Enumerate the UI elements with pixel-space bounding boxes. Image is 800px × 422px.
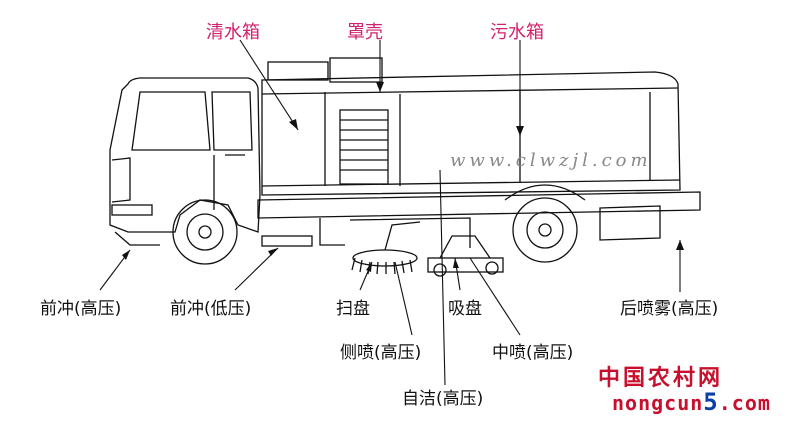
label-sweep-disc: 扫盘 [336, 299, 370, 319]
site-watermark: www.clwzjl.com [450, 150, 652, 171]
truck-cab [109, 77, 261, 233]
truck-body [261, 57, 681, 196]
sweep-disc [351, 221, 421, 275]
label-suction-disc: 吸盘 [448, 299, 482, 319]
suction-disc [427, 235, 504, 277]
label-clean-water-tank: 清水箱 [206, 22, 260, 43]
brand-en-number: 5 [703, 388, 719, 416]
label-rear-spray-high: 后喷雾(高压) [620, 299, 719, 319]
brand-watermark-cn: 中国农村网 [598, 366, 724, 391]
brand-en-suffix: .com [718, 391, 771, 415]
brand-en-prefix: nongcun [612, 391, 704, 415]
arrowheads [122, 82, 684, 272]
label-dirty-water-tank: 污水箱 [490, 22, 544, 43]
label-front-flush-low: 前冲(低压) [170, 299, 252, 319]
leader-lines [99, 39, 681, 386]
label-front-flush-high: 前冲(高压) [40, 299, 122, 319]
label-self-clean-high: 自洁(高压) [402, 389, 484, 409]
label-middle-spray: 中喷(高压) [492, 343, 574, 363]
truck-chassis [114, 191, 701, 248]
rear-wheel [504, 184, 586, 263]
brand-watermark-en: nongcun5.com [612, 388, 771, 416]
label-side-spray-high: 侧喷(高压) [340, 343, 422, 363]
label-hood: 罩壳 [347, 22, 383, 43]
front-wheel [172, 199, 238, 265]
